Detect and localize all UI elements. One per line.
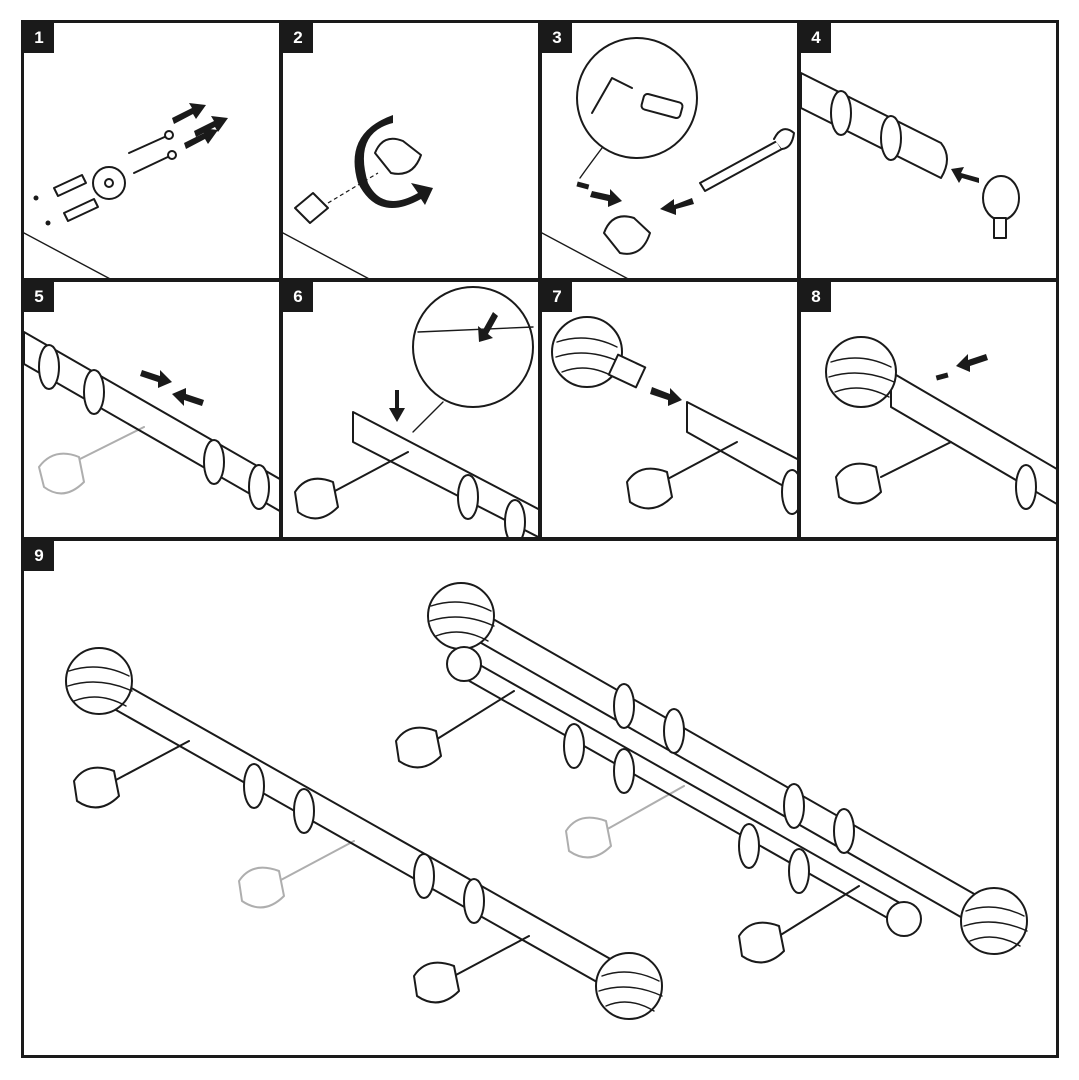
slide-rings-illustration xyxy=(801,72,1020,239)
arrow-icon xyxy=(194,116,228,137)
bracket-socket xyxy=(603,215,651,255)
step-panel-2: 2 xyxy=(280,20,541,281)
single-pole-assembly xyxy=(65,647,663,1020)
double-pole-assembly xyxy=(395,582,1028,964)
bracket-socket xyxy=(395,726,442,769)
step-panel-4: 4 xyxy=(798,20,1059,281)
bracket-socket xyxy=(626,467,673,510)
curtain-pole xyxy=(686,401,797,495)
wall-plug-screws-illustration xyxy=(24,103,228,278)
screw xyxy=(128,130,174,154)
curtain-ring-icon xyxy=(788,848,810,894)
step-panel-1: 1 xyxy=(21,20,282,281)
wall-bracket-plate xyxy=(294,192,329,224)
arrow-icon xyxy=(590,189,622,207)
arrow-icon xyxy=(951,167,979,183)
rotate-arrow-icon xyxy=(354,115,433,208)
ball-finial-icon xyxy=(960,887,1028,955)
fit-pole-on-bracket-illustration xyxy=(294,286,538,537)
arrow-icon xyxy=(172,103,206,124)
detail-zoom-circle xyxy=(576,37,698,159)
curtain-ring-icon xyxy=(293,788,315,834)
curtain-ring-icon xyxy=(248,464,270,510)
grub-screw xyxy=(640,92,684,120)
arrow-icon xyxy=(140,370,172,388)
step-number: 7 xyxy=(542,282,572,312)
arrow-icon xyxy=(389,390,405,422)
arrow-icon xyxy=(172,388,204,406)
step-panel-7: 7 xyxy=(539,279,800,540)
curtain-pole xyxy=(352,411,538,537)
curtain-ring-icon xyxy=(783,783,805,829)
curtain-ring-icon xyxy=(982,175,1020,221)
ball-finial-icon xyxy=(65,647,133,715)
ghost-bracket xyxy=(38,426,145,495)
ring-clip xyxy=(993,217,1007,239)
tighten-finial-illustration xyxy=(825,336,1056,510)
wall-plug xyxy=(53,174,87,197)
step-panel-9: 9 xyxy=(21,538,1059,1058)
curtain-ring-icon xyxy=(203,439,225,485)
curtain-pole xyxy=(801,72,948,179)
curtain-pole xyxy=(108,680,615,987)
curtain-ring-icon xyxy=(504,499,526,537)
curtain-ring-icon xyxy=(663,708,685,754)
bracket-socket xyxy=(738,921,785,964)
bracket-socket xyxy=(835,462,882,505)
step-panel-3: 3 xyxy=(539,20,800,281)
step-panel-5: 5 xyxy=(21,279,282,540)
arrow-icon xyxy=(650,387,682,406)
curtain-ring-icon xyxy=(880,115,902,161)
step-panel-8: 8 xyxy=(798,279,1059,540)
curtain-ring-icon xyxy=(738,823,760,869)
ball-finial-icon xyxy=(595,952,663,1020)
allen-key xyxy=(591,77,633,114)
insert-bracket-rod-illustration xyxy=(542,37,795,278)
bracket-socket xyxy=(73,766,120,809)
curtain-ring-icon xyxy=(830,90,852,136)
step-number: 8 xyxy=(801,282,831,312)
curtain-ring-icon xyxy=(457,474,479,520)
ball-finial-icon xyxy=(825,336,897,408)
curtain-ring-icon xyxy=(38,344,60,390)
step-number: 4 xyxy=(801,23,831,53)
assembled-poles-illustration xyxy=(65,582,1028,1020)
curtain-ring-icon xyxy=(463,878,485,924)
curtain-ring-icon xyxy=(613,683,635,729)
attach-finial-illustration xyxy=(551,316,797,515)
bracket-socket xyxy=(413,961,460,1004)
curtain-ring-icon xyxy=(781,469,797,515)
curtain-ring-icon xyxy=(833,808,855,854)
curtain-ring-icon xyxy=(243,763,265,809)
step-number: 9 xyxy=(24,541,54,571)
arrow-icon xyxy=(478,312,498,342)
detail-zoom-circle xyxy=(412,286,534,408)
step-number: 2 xyxy=(283,23,313,53)
curtain-ring-icon xyxy=(613,748,635,794)
arrow-icon xyxy=(184,128,218,149)
step-number: 6 xyxy=(283,282,313,312)
curtain-ring-icon xyxy=(83,369,105,415)
arrow-icon xyxy=(660,198,694,215)
step-number: 3 xyxy=(542,23,572,53)
step-number: 5 xyxy=(24,282,54,312)
join-pole-sections-illustration xyxy=(24,331,279,512)
ghost-bracket xyxy=(238,840,355,909)
curtain-pole xyxy=(456,655,915,930)
attach-socket-illustration xyxy=(283,115,433,278)
wall-plug xyxy=(63,198,99,222)
curtain-ring-icon xyxy=(1015,464,1037,510)
curtain-ring-icon xyxy=(563,723,585,769)
step-panel-6: 6 xyxy=(280,279,541,540)
screw xyxy=(133,150,177,174)
bracket-socket xyxy=(294,477,339,520)
curtain-ring-icon xyxy=(413,853,435,899)
curtain-pole xyxy=(468,610,1005,937)
bracket-rod xyxy=(699,140,783,192)
bracket-socket xyxy=(374,137,422,175)
curtain-pole xyxy=(890,371,1056,505)
arrow-icon xyxy=(956,354,988,372)
ghost-bracket xyxy=(565,785,685,859)
step-number: 1 xyxy=(24,23,54,53)
